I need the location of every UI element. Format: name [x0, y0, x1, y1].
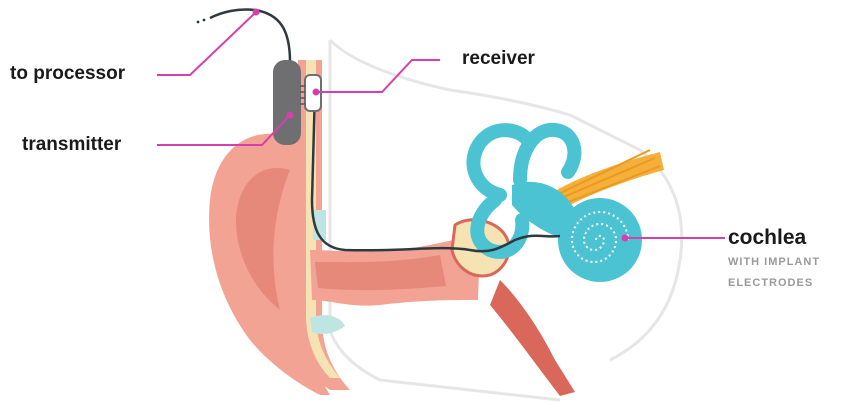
label-cochlea: cochlea: [728, 226, 806, 250]
cable-dot-2: [197, 21, 200, 24]
pointer-receiver: [316, 60, 440, 92]
transmitter-device: [273, 60, 301, 145]
label-cochlea-sub-1: WITH IMPLANT: [728, 256, 820, 268]
label-to-processor: to processor: [10, 63, 125, 85]
label-transmitter: transmitter: [22, 134, 121, 156]
pointer-to-processor: [157, 12, 256, 75]
cable-dot-1: [203, 19, 206, 22]
eustachian-tube: [490, 280, 575, 396]
label-receiver: receiver: [462, 48, 535, 70]
label-cochlea-sub-2: ELECTRODES: [728, 277, 813, 289]
canal-accent-lower: [310, 315, 345, 334]
